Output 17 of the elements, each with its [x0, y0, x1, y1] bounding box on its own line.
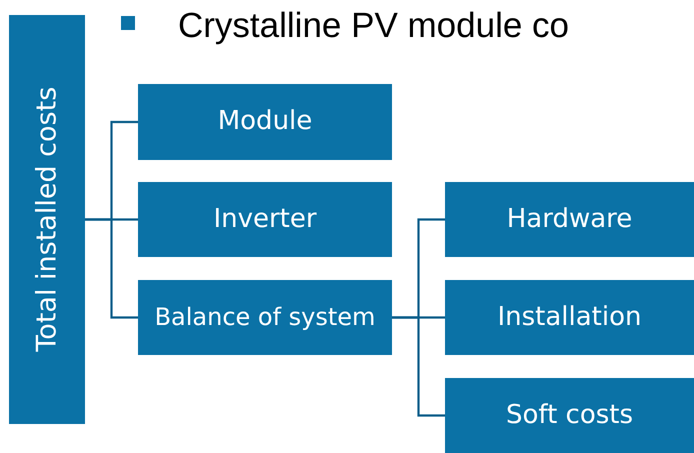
category-box: [138, 182, 392, 257]
category-box: [445, 280, 694, 355]
box-label: Hardware: [506, 206, 632, 234]
category-box: [445, 378, 694, 453]
box-label: Installation: [497, 304, 642, 332]
connector-line: [392, 316, 445, 417]
box-label: Soft costs: [506, 402, 634, 430]
box-label: Total installed costs: [32, 87, 62, 352]
heading-text: Crystalline PV module co: [178, 6, 569, 46]
connector-line: [85, 218, 138, 319]
category-box: [138, 280, 392, 355]
category-box: [9, 15, 85, 424]
box-label: Inverter: [213, 206, 317, 234]
category-box: [445, 182, 694, 257]
box-label: Module: [218, 108, 312, 136]
category-box: [138, 84, 392, 160]
box-label: Balance of system: [154, 304, 376, 330]
